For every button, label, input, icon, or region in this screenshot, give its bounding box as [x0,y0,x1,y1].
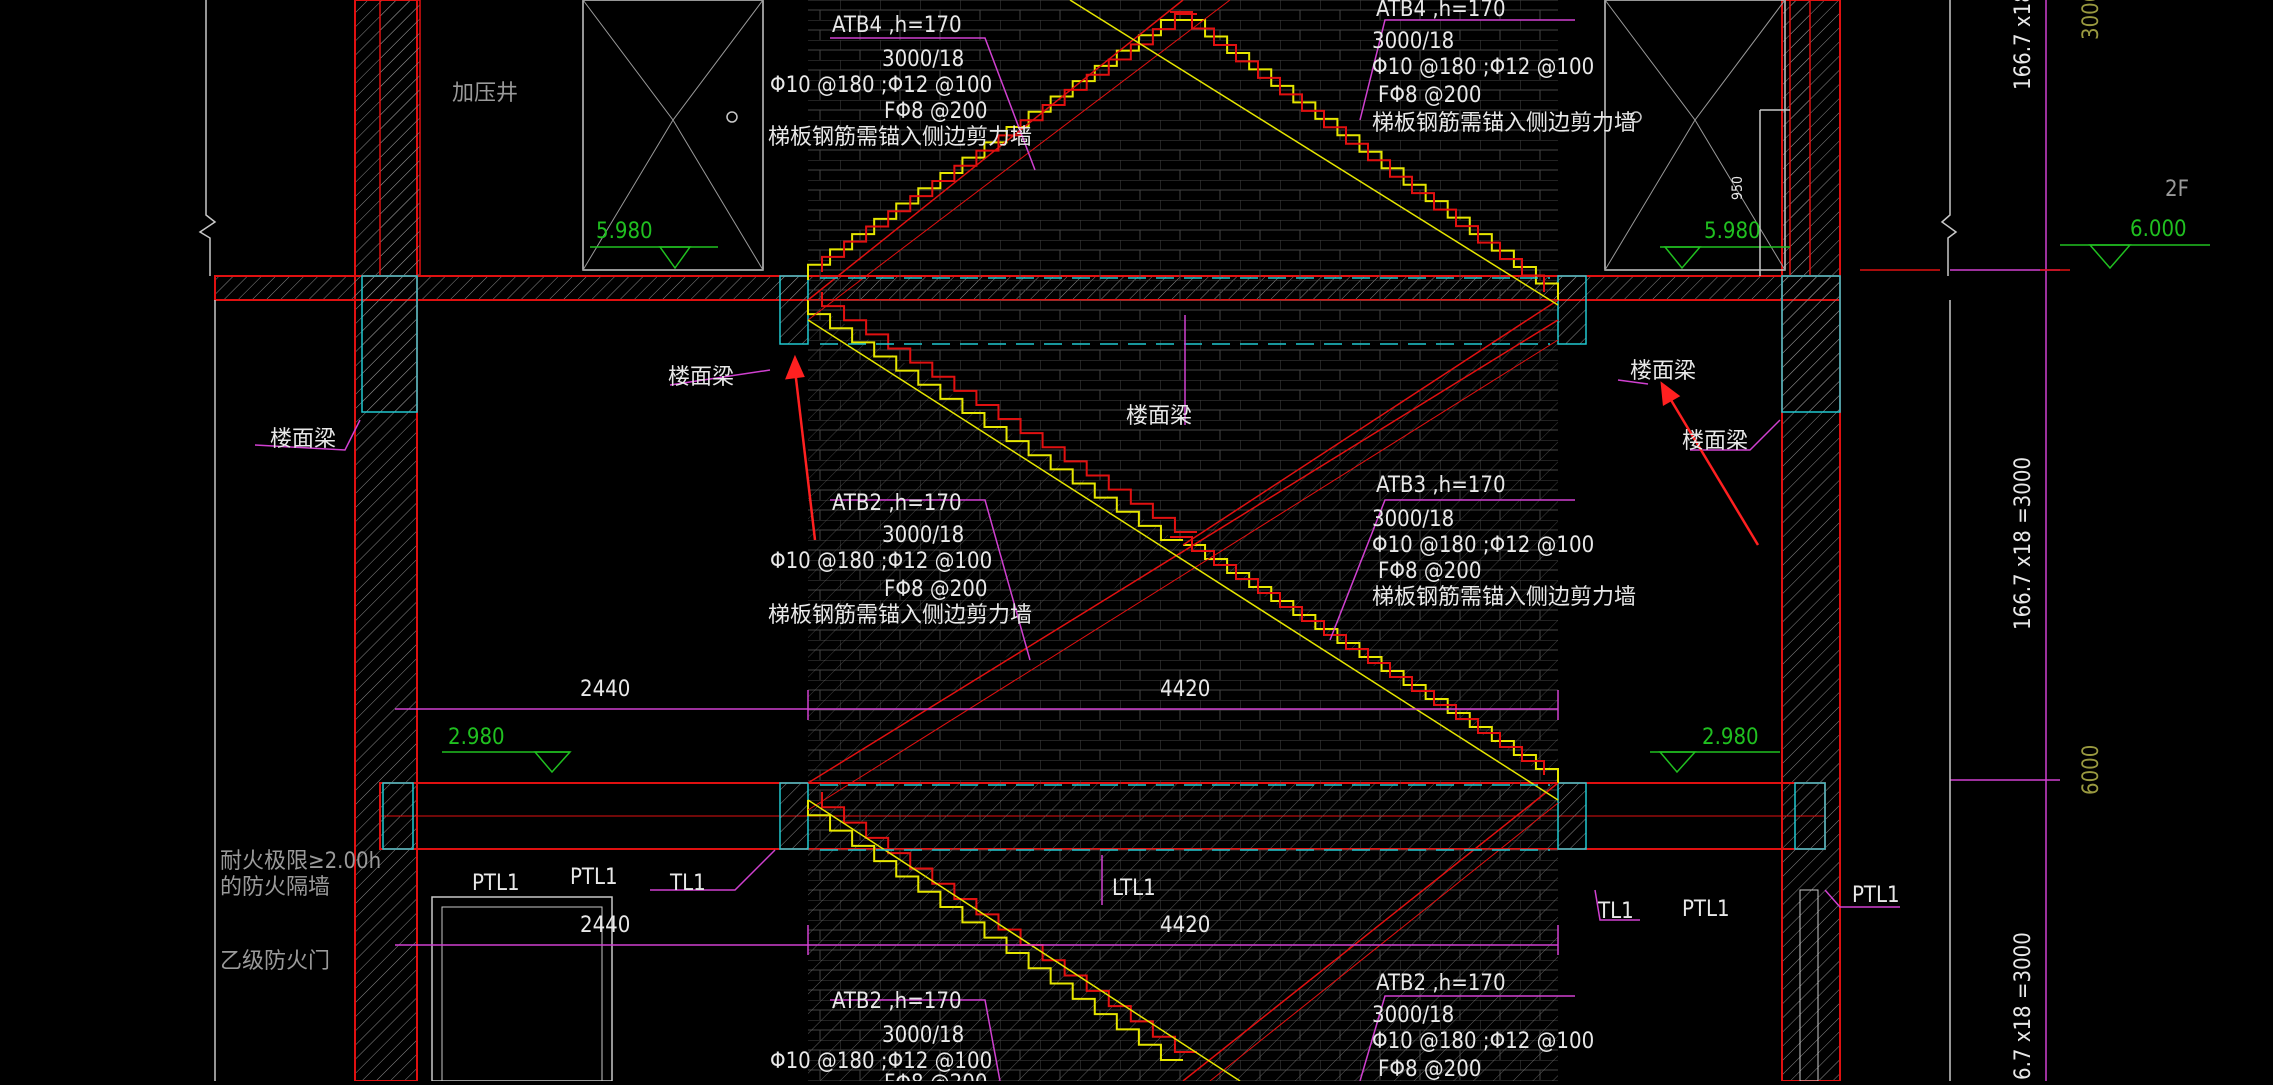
elev-mid-right: 2.980 [1702,725,1759,750]
label-floor-beam-4: 楼面梁 [270,427,336,452]
spec-ml-title: ATB2 ,h=170 [832,491,962,516]
spec-tl-dist: FΦ8 @200 [884,99,987,124]
spec-br-dist: FΦ8 @200 [1378,1057,1481,1081]
label-pressurized-shaft: 加压井 [452,81,518,106]
label-floor-beam-3: 楼面梁 [1126,404,1192,429]
spec-bl-title: ATB2 ,h=170 [832,989,962,1014]
elev-mid-left: 2.980 [448,725,505,750]
spec-bl-main: Φ10 @180 ;Φ12 @100 [770,1049,992,1074]
spec-ml-dist: FΦ8 @200 [884,577,987,602]
spec-mr-title: ATB3 ,h=170 [1376,473,1506,498]
dim-outer-mid: 6000 [2079,745,2104,795]
elev-upper-left: 5.980 [596,219,653,244]
dim-vert-top: 166.7 x18 = [2011,0,2036,90]
spec-tr-steps: 3000/18 [1372,29,1454,54]
flight-mid-right-red [1170,536,1545,775]
annotation-arrows [785,354,1760,546]
spec-bl-steps: 3000/18 [882,1023,964,1048]
label-fire-door: 乙级防火门 [220,949,330,974]
spec-tr-main: Φ10 @180 ;Φ12 @100 [1372,55,1594,80]
elev-upper-right: 5.980 [1704,219,1761,244]
stair-flight-lines [807,0,1559,1082]
spec-tr-note: 梯板钢筋需锚入侧边剪力墙 [1372,111,1636,136]
spec-br-steps: 3000/18 [1372,1003,1454,1028]
flight-mid-left-red [821,292,1197,533]
label-tl1-b: TL1 [1597,899,1634,924]
spec-mr-note: 梯板钢筋需锚入侧边剪力墙 [1372,585,1636,610]
spec-mr-steps: 3000/18 [1372,507,1454,532]
spec-br-main: Φ10 @180 ;Φ12 @100 [1372,1029,1594,1054]
spec-tl-main: Φ10 @180 ;Φ12 @100 [770,73,992,98]
elev-axis-level: 6.000 [2130,217,2187,242]
spec-tl-title: ATB4 ,h=170 [832,13,962,38]
left-shaft-frame [582,0,764,271]
label-floor-beam-2: 楼面梁 [1630,359,1696,384]
spec-tl-note: 梯板钢筋需锚入侧边剪力墙 [768,125,1032,150]
spec-mr-main: Φ10 @180 ;Φ12 @100 [1372,533,1594,558]
stair-core [361,0,1841,1081]
dim-vert-mid: 166.7 x18 =3000 [2011,457,2036,630]
upper-left-wall-stub [379,0,421,277]
elevation-markers [442,244,2210,774]
label-ptl1-b: PTL1 [570,865,618,890]
flight-lower-left-red [821,792,1197,1053]
stair-steps [807,11,1559,1061]
spec-ml-steps: 3000/18 [882,523,964,548]
floor-tag: 2F [2165,177,2189,202]
label-fire-wall-2: 的防火隔墙 [220,875,330,900]
label-ptl1-c: PTL1 [1682,897,1730,922]
dim-upper-center: 4420 [1160,677,1210,702]
misc-lines [198,0,2070,1081]
flight-upper-right-red [1170,11,1545,292]
upper-right-wall-stub [1789,0,1811,277]
right-shaft-frame [1604,0,1786,271]
dim-upper-left: 2440 [580,677,630,702]
dim-lower-center: 4420 [1160,913,1210,938]
spec-br-title: ATB2 ,h=170 [1376,971,1506,996]
dim-outer-top: 3000 [2079,0,2104,40]
label-ltl1: LTL1 [1112,876,1156,901]
spec-bl-dist: FΦ8 @200 [884,1071,987,1081]
spec-ml-note: 梯板钢筋需锚入侧边剪力墙 [768,603,1032,628]
dim-lower-left: 2440 [580,913,630,938]
flight-lower-left-yellow [807,800,1183,1061]
flight-upper-left-red [821,13,1197,272]
label-tl1-a: TL1 [669,871,706,896]
spec-tl-steps: 3000/18 [882,47,964,72]
spec-ml-main: Φ10 @180 ;Φ12 @100 [770,549,992,574]
label-ptl1-a: PTL1 [472,871,520,896]
spec-tr-dist: FΦ8 @200 [1378,83,1481,108]
label-small-dim: 950 [1730,176,1746,200]
spec-tr-title: ATB4 ,h=170 [1376,0,1506,22]
dimension-lines [254,0,2060,1082]
label-ptl1-d: PTL1 [1852,883,1900,908]
label-fire-wall-1: 耐火极限≥2.00h [220,849,381,874]
dim-vert-bot: 6.7 x18 =3000 [2011,932,2036,1080]
spec-mr-dist: FΦ8 @200 [1378,559,1481,584]
label-floor-beam-5: 楼面梁 [1682,429,1748,454]
label-floor-beam-1: 楼面梁 [668,365,734,390]
flight-mid-left-yellow [807,300,1183,541]
